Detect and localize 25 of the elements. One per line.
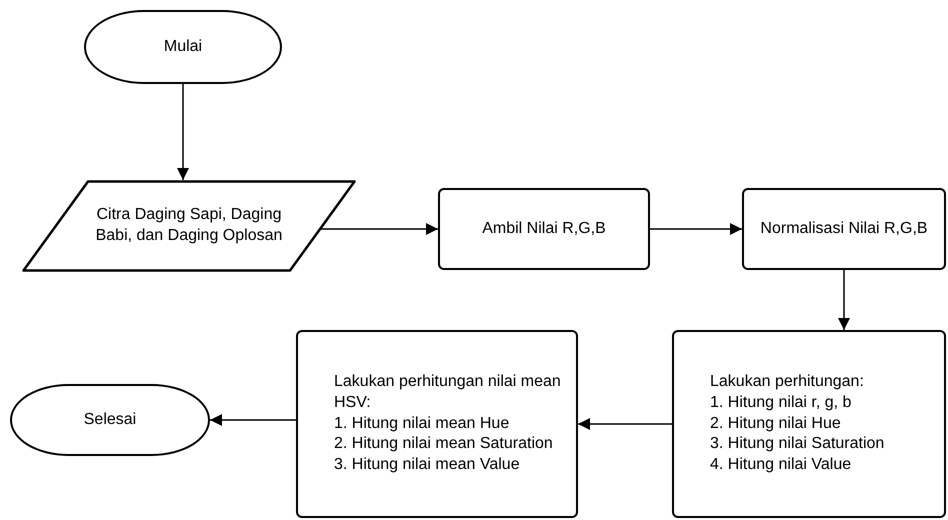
node-label: Citra Daging Sapi, Daging Babi, dan Daging Oplosan [94, 205, 284, 246]
node-label: Ambil Nilai R,G,B [482, 218, 606, 239]
node-label: Selesai [84, 410, 136, 430]
arrow [320, 223, 438, 235]
list-item: 2. Hitung nilai Hue [710, 414, 842, 434]
list-item: 1. Hitung nilai mean Hue [334, 414, 510, 434]
list-item: 3. Hitung nilai mean Value [334, 455, 521, 476]
process-box [742, 188, 946, 270]
arrow [650, 223, 742, 235]
input-parallelogram [22, 180, 356, 272]
list-item: 1. Hitung nilai r, g, b [710, 392, 852, 413]
arrow [578, 418, 672, 430]
node-label: Normalisasi Nilai R,G,B [760, 218, 928, 239]
arrow [177, 84, 189, 180]
arrow [838, 270, 850, 330]
node-label: Lakukan perhitungan: [710, 372, 865, 392]
process-box [296, 330, 578, 518]
process-box [438, 188, 650, 270]
arrow [210, 414, 296, 426]
list-item: 3. Hitung nilai Saturation [710, 434, 886, 454]
list-item: 4. Hitung nilai Value [710, 455, 852, 476]
list-item: 2. Hitung nilai mean Saturation [334, 434, 554, 454]
process-box [672, 330, 946, 518]
node-label: Lakukan perhitungan nilai mean HSV: [334, 372, 562, 413]
node-label: Mulai [164, 36, 202, 57]
